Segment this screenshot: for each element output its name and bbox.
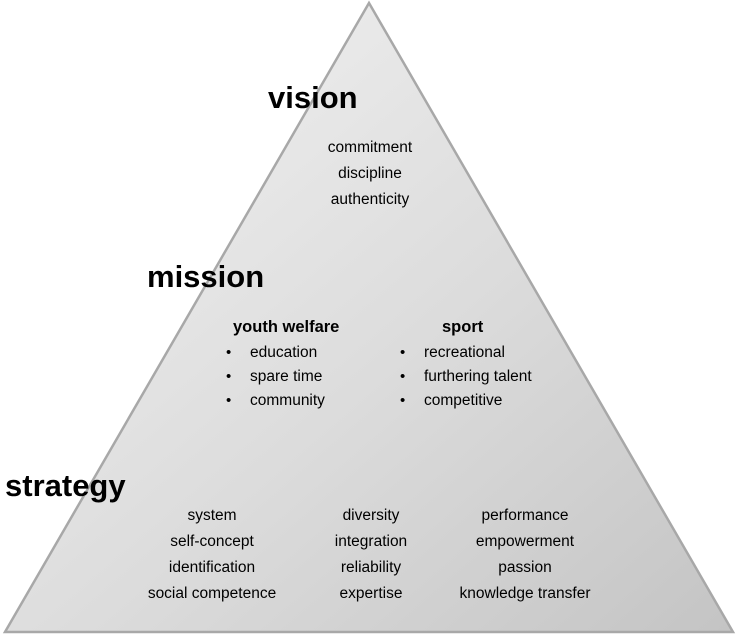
list-item: knowledge transfer	[459, 585, 591, 602]
strategy-heading: strategy	[5, 468, 126, 503]
strategy-column-1: system self-concept identification socia…	[132, 503, 292, 607]
bullet-icon: •	[400, 392, 406, 409]
bullet-icon: •	[226, 368, 232, 385]
list-item: system	[187, 507, 237, 524]
youth-welfare-list: • education • spare time • community	[226, 341, 325, 413]
bullet-icon: •	[226, 344, 232, 361]
list-item: diversity	[342, 507, 400, 524]
list-item: social competence	[147, 585, 277, 602]
mission-heading: mission	[147, 259, 265, 294]
bullet-icon: •	[400, 368, 406, 385]
list-item: • spare time	[226, 365, 325, 389]
list-item-label: spare time	[250, 368, 323, 385]
vision-values: commitment discipline authenticity	[300, 135, 440, 213]
bullet-icon: •	[226, 392, 232, 409]
list-item-label: competitive	[424, 392, 503, 409]
strategy-column-2: diversity integration reliability expert…	[311, 503, 431, 607]
list-item: identification	[168, 559, 256, 576]
list-item: commitment	[327, 139, 413, 156]
list-item: performance	[481, 507, 569, 524]
list-item: authenticity	[330, 191, 410, 208]
list-item: passion	[498, 559, 552, 576]
list-item: • education	[226, 341, 325, 365]
sport-list: • recreational • furthering talent • compet…	[400, 341, 532, 413]
list-item: • competitive	[400, 389, 532, 413]
list-item: empowerment	[475, 533, 575, 550]
bullet-icon: •	[400, 344, 406, 361]
list-item-label: community	[250, 392, 325, 409]
list-item: • furthering talent	[400, 365, 532, 389]
list-item-label: recreational	[424, 344, 505, 361]
list-item-label: education	[250, 344, 318, 361]
list-item: reliability	[340, 559, 402, 576]
list-item: discipline	[338, 165, 402, 182]
list-item: integration	[334, 533, 408, 550]
list-item: • recreational	[400, 341, 532, 365]
strategy-column-3: performance empowerment passion knowledg…	[445, 503, 605, 607]
vision-heading: vision	[268, 80, 358, 115]
list-item-label: furthering talent	[424, 368, 532, 385]
list-item: • community	[226, 389, 325, 413]
youth-welfare-heading: youth welfare	[233, 318, 340, 336]
sport-heading: sport	[442, 318, 484, 336]
list-item: self-concept	[170, 533, 254, 550]
list-item: expertise	[339, 585, 403, 602]
